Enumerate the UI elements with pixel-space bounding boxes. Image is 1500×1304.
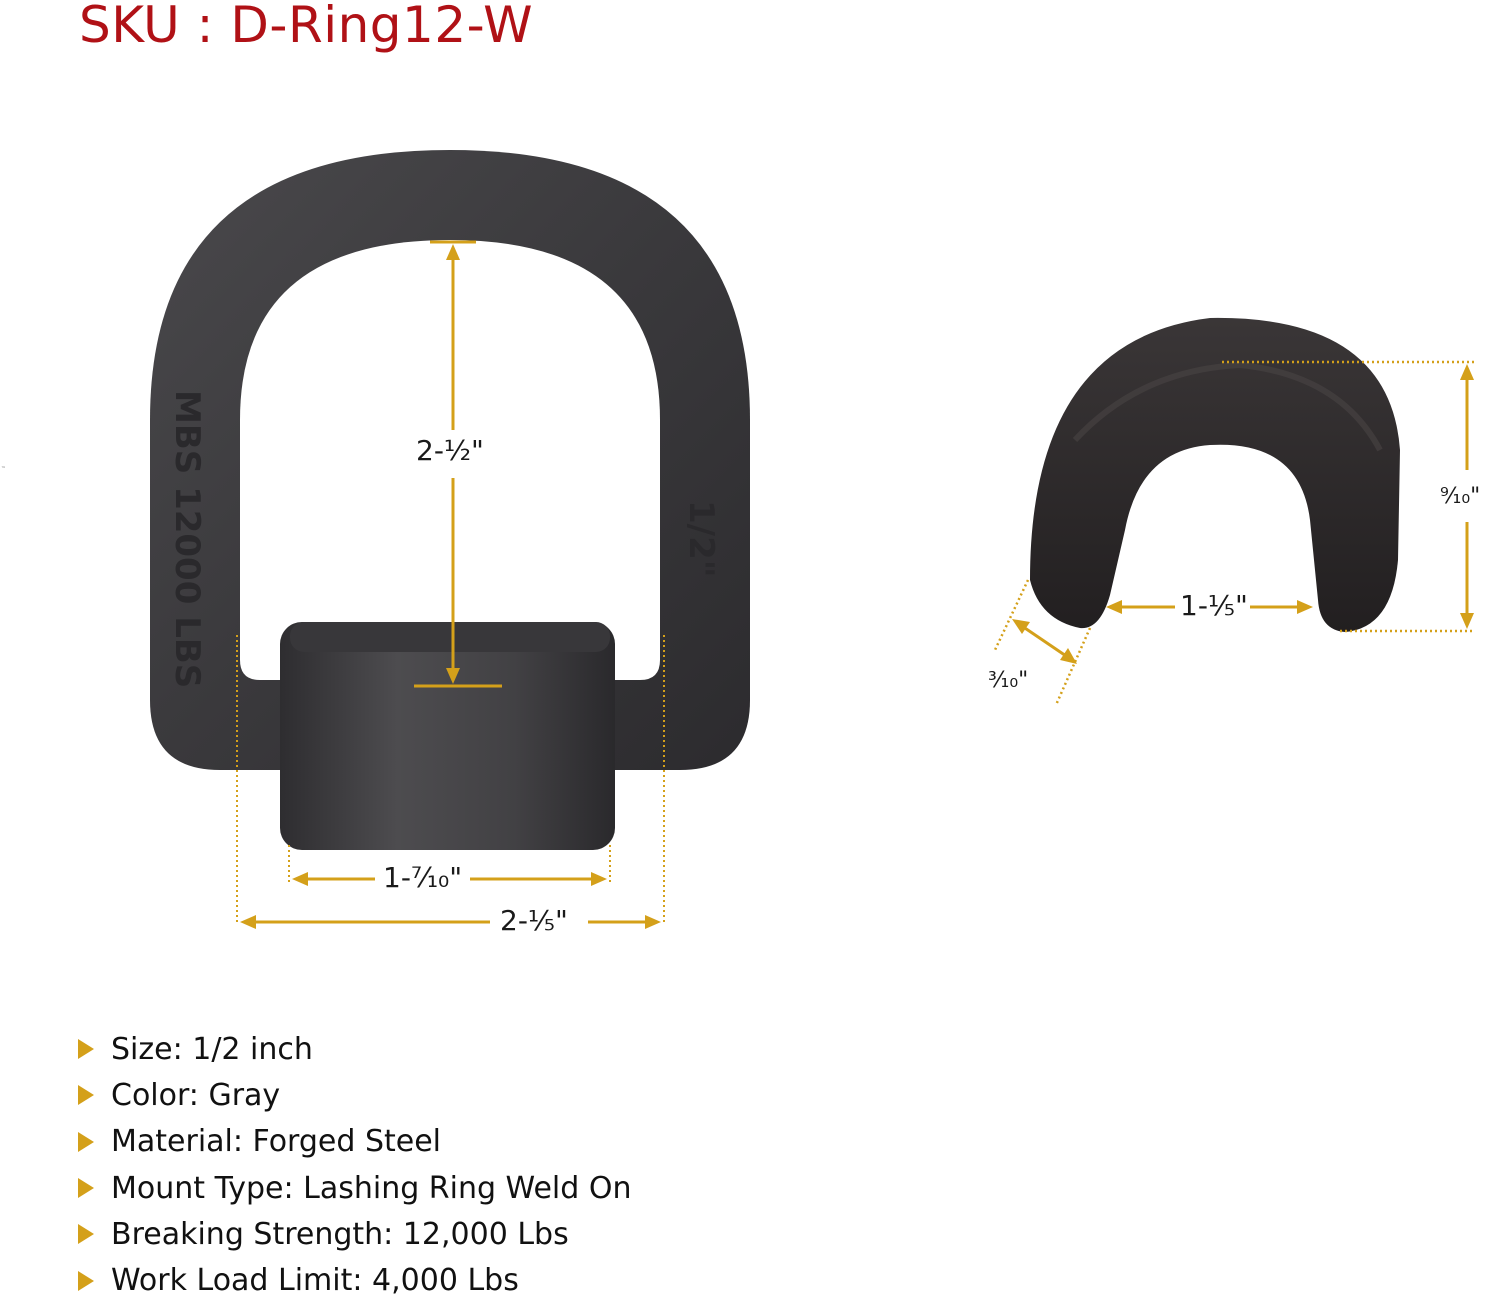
sku-title: SKU : D-Ring12-W	[79, 0, 534, 54]
dim-clip-height: ⁹⁄₁₀"	[1440, 484, 1481, 509]
spec-item-size: Size: 1/2 inch	[78, 1026, 631, 1072]
dim-clip-width: 1-⁷⁄₁₀"	[383, 861, 463, 894]
spec-item-breaking-strength: Breaking Strength: 12,000 Lbs	[78, 1211, 631, 1257]
chevron-right-icon	[78, 1178, 94, 1199]
embossed-mbs-text: MBS 12000 LBS	[167, 390, 207, 688]
d-ring-dimensions	[236, 240, 665, 929]
dim-overall-width: 2-⅕"	[500, 904, 568, 937]
spec-list: Size: 1/2 inch Color: Gray Material: For…	[78, 1026, 631, 1304]
chevron-right-icon	[78, 1039, 94, 1060]
embossed-size-text: 1/2"	[681, 500, 721, 577]
weld-clip-image	[1030, 317, 1400, 632]
chevron-right-icon	[78, 1270, 94, 1291]
spec-item-work-load-limit: Work Load Limit: 4,000 Lbs	[78, 1257, 631, 1303]
dim-clip-thickness: ³⁄₁₀"	[988, 668, 1029, 693]
clip-dimensions	[993, 360, 1475, 706]
dim-clip-inner-width: 1-⅕"	[1180, 589, 1248, 622]
watermark-mark: ™	[1, 466, 6, 472]
spec-item-mount-type: Mount Type: Lashing Ring Weld On	[78, 1165, 631, 1211]
chevron-right-icon	[78, 1131, 94, 1152]
spec-item-color: Color: Gray	[78, 1072, 631, 1118]
spec-item-material: Material: Forged Steel	[78, 1119, 631, 1165]
chevron-right-icon	[78, 1085, 94, 1106]
chevron-right-icon	[78, 1224, 94, 1245]
dim-inner-height: 2-½"	[416, 434, 484, 467]
